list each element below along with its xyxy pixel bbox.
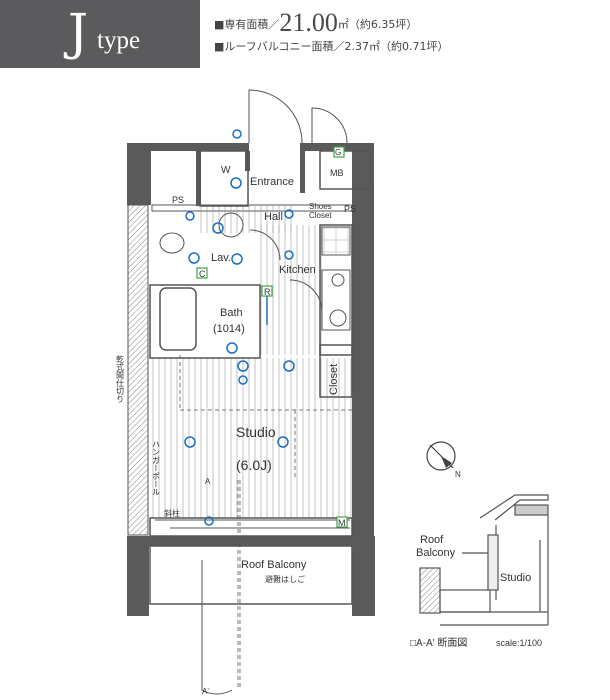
lav-label: Lav. (211, 252, 231, 264)
section-scale: scale:1/100 (496, 638, 542, 648)
studio-floor (150, 358, 352, 518)
type-header-band: J type (0, 0, 200, 68)
ps-top-label: PS (172, 195, 184, 205)
c-marker: C (199, 269, 206, 279)
c-marker-box (196, 267, 208, 279)
balcony-area-line: ■ルーフバルコニー面積／2.37㎡（約0.71坪） (214, 40, 449, 53)
area-unit: ㎡（約6.35坪） (337, 18, 418, 31)
marker-a: A (205, 477, 211, 486)
evac-hatch-label: 避難はしご (265, 574, 305, 584)
roof-balcony-label: Roof Balcony (241, 559, 307, 571)
m-marker: M (338, 518, 346, 528)
kitchen-label: Kitchen (279, 264, 316, 276)
hall-label: Hall (264, 211, 283, 223)
section-view (419, 494, 549, 626)
area-value: 21.00 (279, 8, 338, 37)
room-outlines (149, 150, 371, 605)
m-marker-box (336, 516, 348, 528)
compass (426, 441, 456, 471)
w-label: W (221, 165, 231, 176)
bath-size-label: (1014) (213, 323, 245, 335)
r-marker-box (261, 285, 273, 297)
section-studio-label: Studio (500, 572, 531, 584)
section-roof-label-2: Balcony (416, 547, 456, 559)
slanted-pillar-label: 斜柱 (164, 508, 180, 518)
entrance-label: Entrance (250, 176, 294, 188)
g-marker-box (333, 146, 345, 158)
studio-label: Studio (236, 424, 276, 440)
r-marker: R (264, 287, 271, 297)
doors (155, 89, 350, 695)
type-letter: J (68, 3, 89, 61)
mb-label: MB (330, 168, 344, 178)
hatched-wall (127, 204, 149, 536)
partition-label: 乾式間仕切り (116, 354, 125, 403)
type-word: type (97, 27, 141, 54)
compass-north: N (455, 470, 461, 479)
section-roof-label-1: Roof (420, 534, 444, 546)
shoes-closet-label-1: Shoes (309, 202, 332, 211)
hanger-pole-label: ハンガーポール (152, 440, 161, 496)
walls (127, 143, 375, 616)
shoes-closet-label-2: Closet (309, 211, 332, 220)
closet-label: Closet (328, 364, 340, 395)
ps-right-label: PS (344, 204, 356, 214)
g-label: G (335, 148, 341, 157)
exclusive-area-line: ■専有面積／21.00㎡（約6.35坪） (214, 8, 417, 38)
area-label: ■専有面積／ (214, 18, 280, 31)
marker-a-prime: A' (202, 687, 209, 696)
electrical-fixtures (184, 129, 295, 526)
bath-label: Bath (220, 307, 243, 319)
section-caption: □A-A' 断面図 (410, 636, 467, 649)
studio-size-label: (6.0J) (236, 457, 272, 473)
